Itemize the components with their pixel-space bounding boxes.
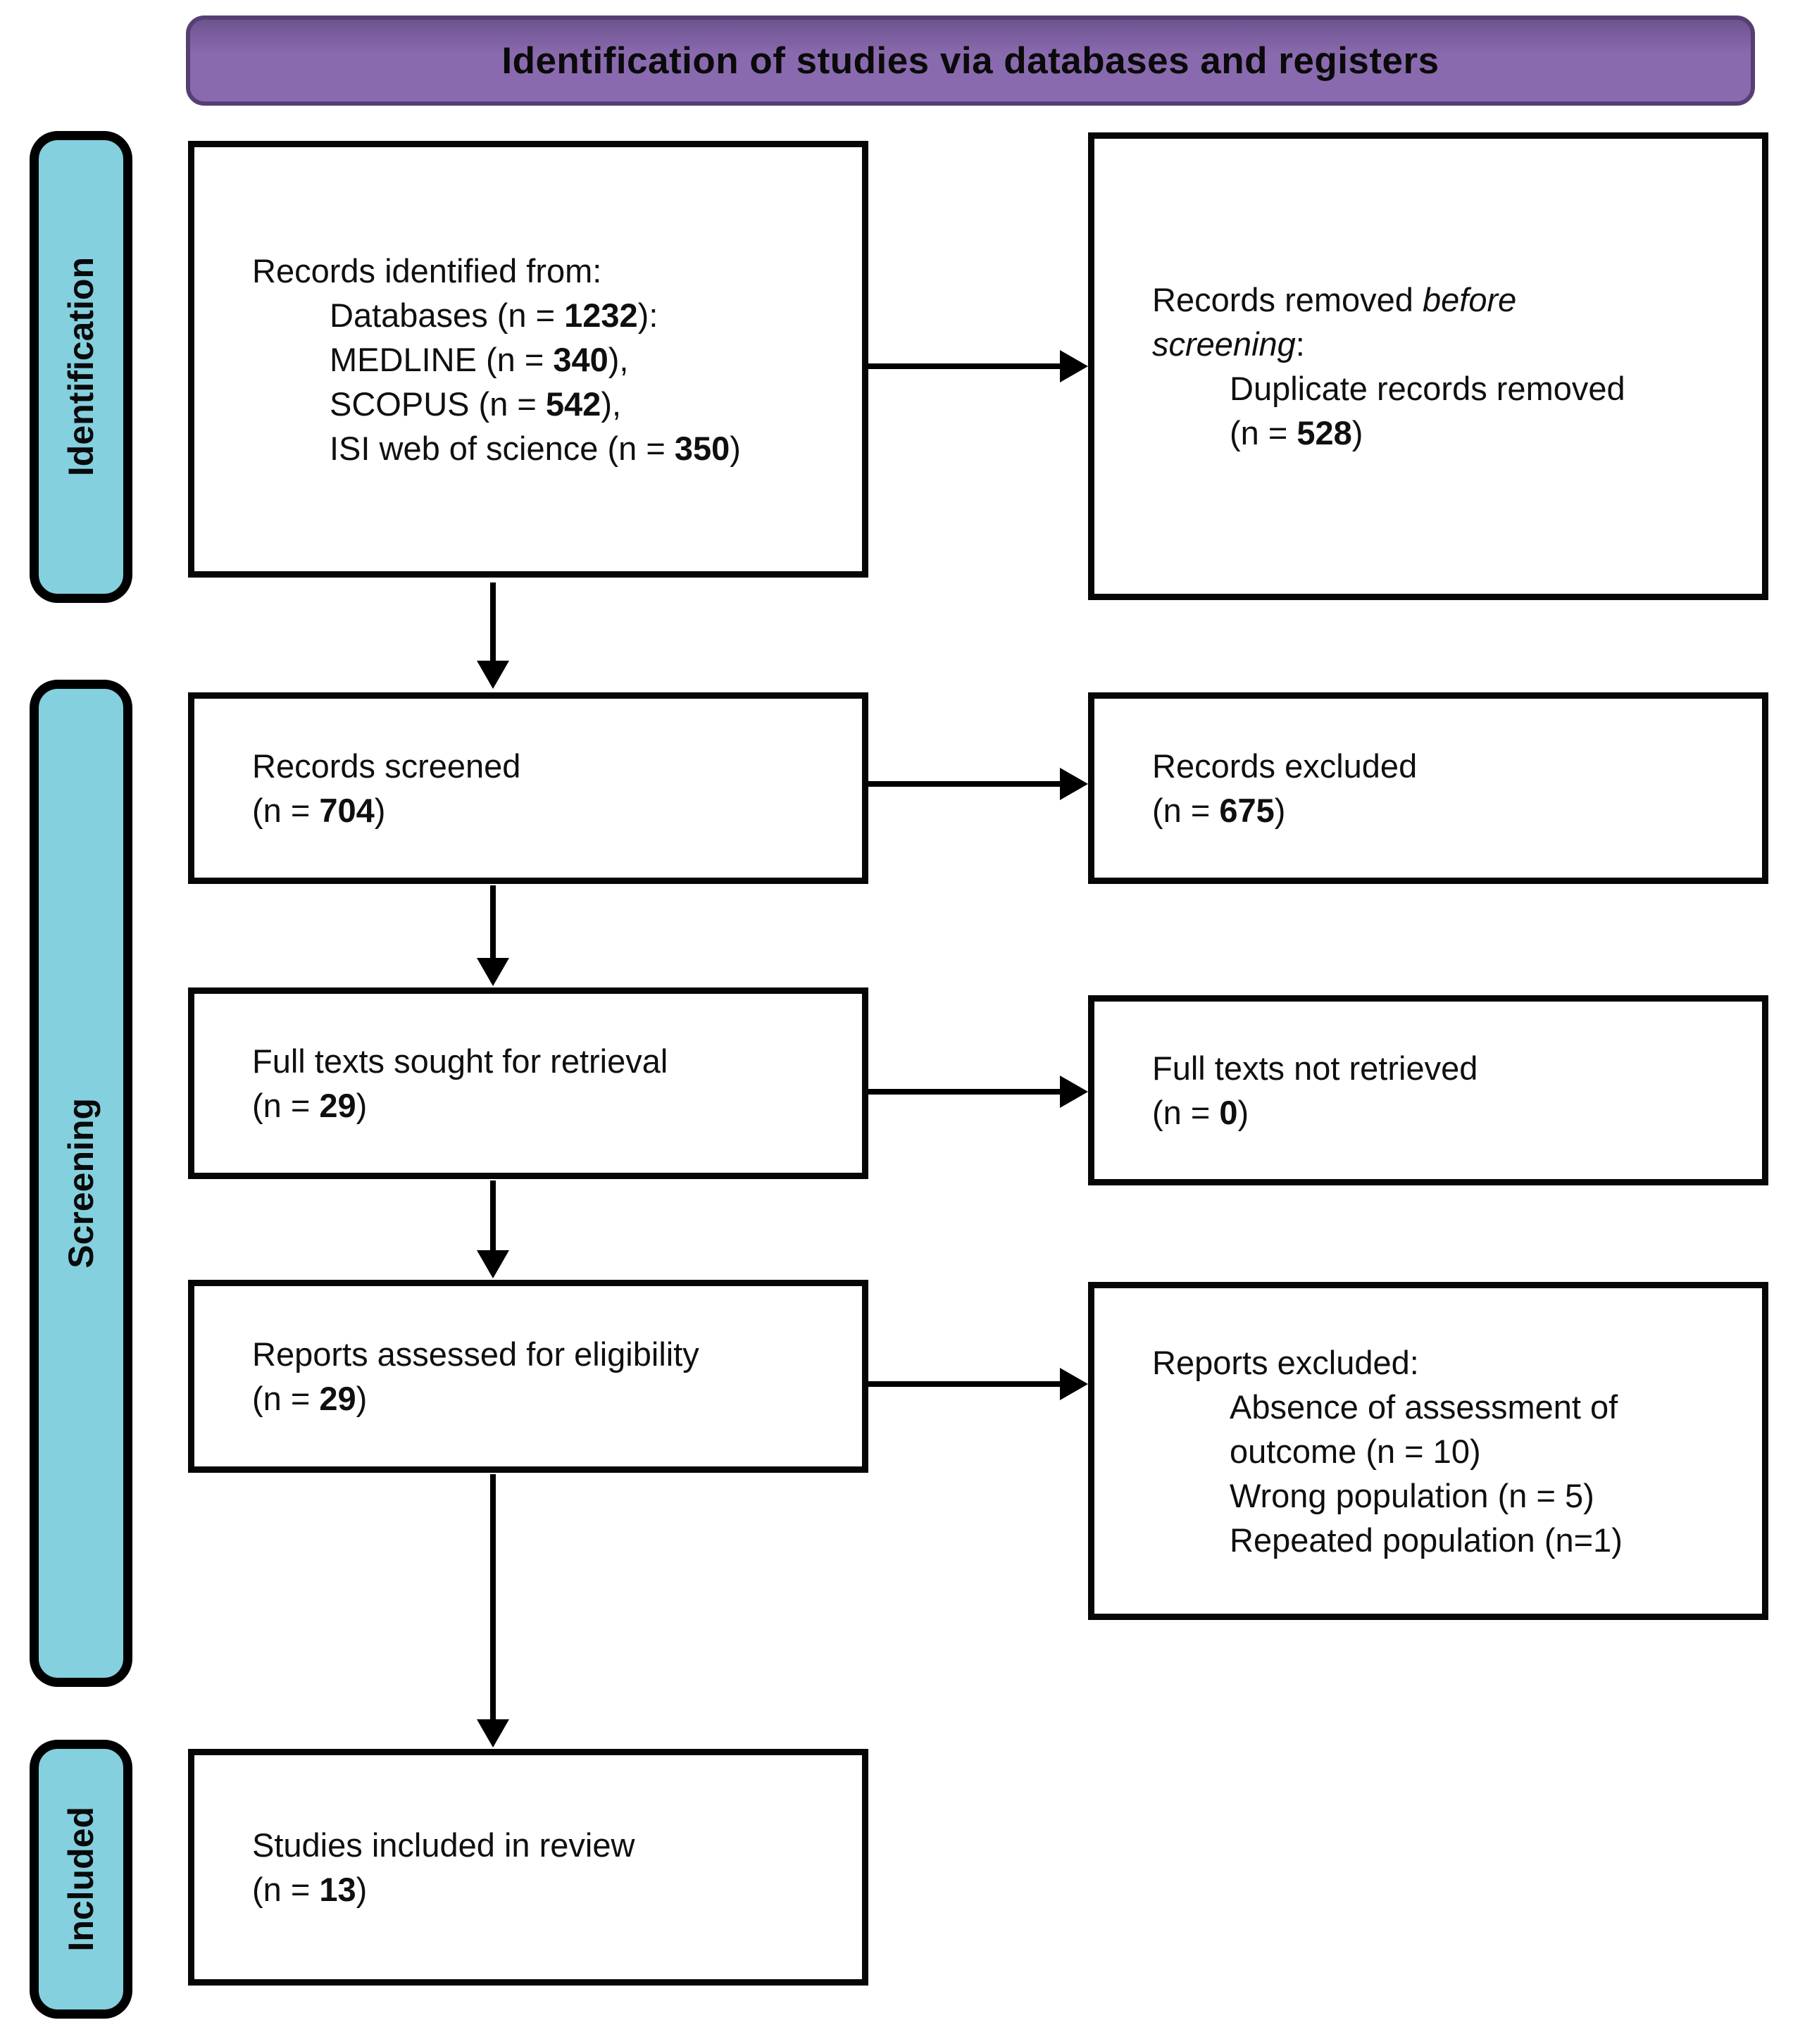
arrow-assessed-to-reports-excluded: [868, 1368, 1088, 1400]
box-reports-excluded: Reports excluded: Absence of assessment o…: [1088, 1282, 1768, 1620]
banner: Identification of studies via databases …: [186, 15, 1755, 106]
box-text-line: MEDLINE (n = 340),: [330, 340, 629, 378]
stage-label-screening-text: Screening: [61, 1098, 101, 1269]
arrow-screened-to-full-texts: [477, 885, 509, 986]
box-full-texts-sought: Full texts sought for retrieval (n = 29): [188, 987, 868, 1179]
arrow-screened-to-excluded: [868, 768, 1088, 800]
stage-label-included-text: Included: [61, 1807, 101, 1952]
stage-label-included: Included: [30, 1740, 132, 2019]
arrow-assessed-to-included: [477, 1474, 509, 1747]
arrow-identified-to-screened: [477, 582, 509, 689]
box-text-line: (n = 13): [252, 1871, 368, 1908]
box-text-line: Records screened: [252, 747, 521, 785]
stage-label-screening: Screening: [30, 680, 132, 1687]
box-text-line: (n = 704): [252, 792, 386, 829]
box-text-line: (n = 675): [1152, 792, 1286, 829]
box-text-line: Reports assessed for eligibility: [252, 1335, 699, 1373]
box-text-line: screening:: [1152, 325, 1305, 363]
box-text-line: Records identified from:: [252, 251, 602, 289]
box-text-line: SCOPUS (n = 542),: [330, 385, 622, 423]
box-text-line: (n = 29): [252, 1380, 368, 1417]
box-text-line: Absence of assessment of: [1230, 1388, 1618, 1426]
box-text-line: Repeated population (n=1): [1230, 1521, 1623, 1559]
box-text-line: Full texts sought for retrieval: [252, 1042, 668, 1080]
box-text-line: Wrong population (n = 5): [1230, 1476, 1594, 1514]
box-text-line: (n = 0): [1152, 1094, 1249, 1131]
stage-label-identification: Identification: [30, 131, 132, 603]
box-records-identified: Records identified from: Databases (n = 1…: [188, 141, 868, 578]
box-records-excluded: Records excluded (n = 675): [1088, 692, 1768, 884]
banner-title: Identification of studies via databases …: [501, 39, 1439, 82]
stage-label-identification-text: Identification: [61, 257, 101, 477]
box-text-line: Records excluded: [1152, 747, 1418, 785]
box-text-line: Full texts not retrieved: [1152, 1049, 1478, 1087]
arrow-full-texts-to-assessed: [477, 1180, 509, 1278]
box-text-line: Records removed before: [1152, 281, 1517, 318]
arrow-identified-to-removed: [868, 350, 1088, 382]
box-reports-assessed: Reports assessed for eligibility (n = 29): [188, 1280, 868, 1473]
box-text-line: outcome (n = 10): [1230, 1432, 1481, 1470]
box-text-line: (n = 29): [252, 1087, 368, 1124]
box-text-line: Reports excluded:: [1152, 1343, 1419, 1381]
arrow-full-texts-to-not-retrieved: [868, 1076, 1088, 1108]
box-studies-included: Studies included in review (n = 13): [188, 1749, 868, 1986]
box-text-line: Duplicate records removed: [1230, 370, 1625, 407]
box-full-texts-not-retrieved: Full texts not retrieved (n = 0): [1088, 995, 1768, 1185]
box-text-line: ISI web of science (n = 350): [330, 429, 741, 467]
box-records-screened: Records screened (n = 704): [188, 692, 868, 884]
box-text-line: Databases (n = 1232):: [330, 296, 658, 334]
box-text-line: Studies included in review: [252, 1826, 635, 1864]
box-records-removed-before-screening: Records removed before screening: Duplicat…: [1088, 132, 1768, 600]
box-text-line: (n = 528): [1230, 414, 1363, 451]
